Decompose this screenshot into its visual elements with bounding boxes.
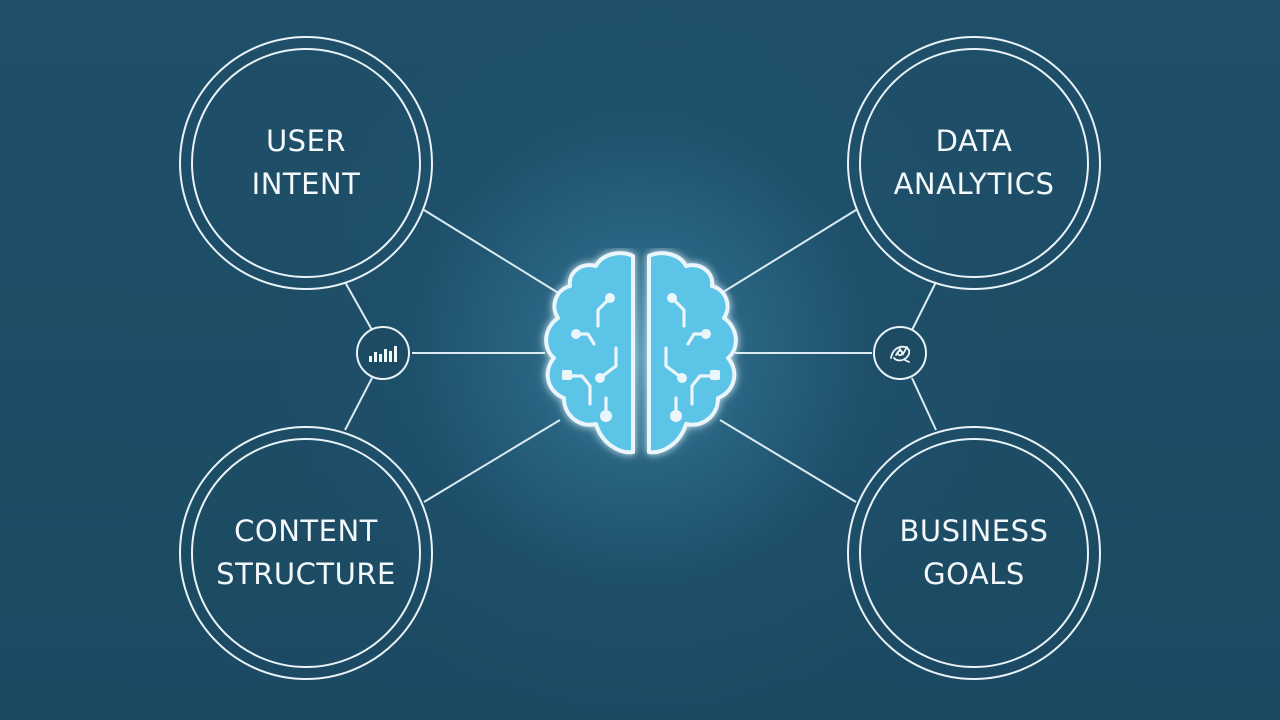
- content-structure-inner-ring: CONTENT STRUCTURE: [191, 438, 421, 668]
- connector-content-structure-left-hub: [344, 377, 373, 431]
- brain-circuit-icon: [544, 251, 738, 455]
- connector-data-analytics-brain: [719, 209, 857, 295]
- connector-business-goals-right-hub: [911, 377, 937, 431]
- connector-business-goals-brain: [719, 419, 857, 503]
- data-analytics-label-line1: DATA: [935, 124, 1013, 158]
- business-goals-node: BUSINESS GOALS: [847, 426, 1101, 680]
- content-structure-node: CONTENT STRUCTURE: [179, 426, 433, 680]
- data-analytics-inner-ring: DATA ANALYTICS: [859, 48, 1089, 278]
- user-intent-node: USER INTENT: [179, 36, 433, 290]
- data-analytics-label-line2: ANALYTICS: [893, 167, 1055, 201]
- user-intent-inner-ring: USER INTENT: [191, 48, 421, 278]
- left-hub: [356, 326, 410, 380]
- right-hub: [873, 326, 927, 380]
- content-structure-label-line2: STRUCTURE: [216, 557, 396, 591]
- business-goals-label-line2: GOALS: [923, 557, 1025, 591]
- connector-content-structure-brain: [423, 419, 561, 503]
- connector-user-intent-left-hub: [344, 281, 373, 331]
- content-structure-label-line1: CONTENT: [234, 514, 378, 548]
- user-intent-label-line1: USER: [265, 124, 347, 158]
- business-goals-label-line1: BUSINESS: [899, 514, 1049, 548]
- business-goals-inner-ring: BUSINESS GOALS: [859, 438, 1089, 668]
- bar-chart-icon: [369, 346, 397, 362]
- data-analytics-node: DATA ANALYTICS: [847, 36, 1101, 290]
- connector-user-intent-brain: [423, 209, 561, 295]
- user-intent-label-line2: INTENT: [251, 167, 361, 201]
- connector-data-analytics-right-hub: [911, 281, 937, 331]
- analytics-swirl-icon: [890, 345, 911, 363]
